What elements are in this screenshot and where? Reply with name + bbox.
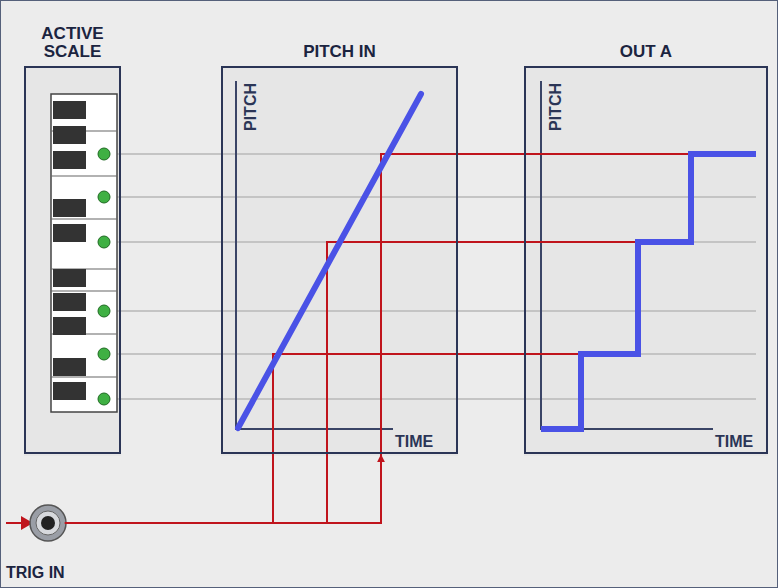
heading-row: OUT A <box>524 16 768 61</box>
sample-lines <box>6 154 691 523</box>
panel-ground <box>24 66 121 456</box>
black-key <box>53 269 86 287</box>
keyboard <box>51 94 117 412</box>
pitch-ramp <box>238 94 421 428</box>
axis-label: PITCH <box>547 81 565 133</box>
axis-label: PITCH <box>242 81 260 133</box>
jack-nut <box>30 505 66 541</box>
jack-ring <box>36 511 60 535</box>
panel-heading: ACTIVE SCALE <box>24 25 121 61</box>
black-key <box>53 317 86 335</box>
trigger-jack: TRIG IN <box>6 504 65 582</box>
black-key <box>53 358 86 376</box>
key-edge <box>51 175 117 176</box>
scale-dot <box>98 148 110 160</box>
black-key <box>53 224 86 242</box>
panel-ground <box>221 66 458 456</box>
heading-row: ACTIVE SCALE <box>24 16 121 61</box>
panel-heading: PITCH IN <box>303 43 376 61</box>
scale-line <box>109 398 756 400</box>
scale-lines <box>109 154 756 399</box>
panel-heading: OUT A <box>620 43 672 61</box>
scale-dot <box>98 191 110 203</box>
scale-dot <box>98 305 110 317</box>
black-key <box>53 382 86 400</box>
axis-label: TIME <box>713 433 755 451</box>
scale-dot <box>98 236 110 248</box>
black-key <box>53 151 86 169</box>
panel: ACTIVE SCALE <box>24 16 121 454</box>
scale-line <box>109 196 756 198</box>
trigger-wire <box>65 455 381 523</box>
scale-dot <box>98 393 110 405</box>
axis-label: TIME <box>393 433 435 451</box>
key-edge <box>51 376 117 377</box>
panel-border <box>24 66 121 454</box>
stepped-output <box>541 154 756 429</box>
key-edge <box>51 290 117 291</box>
black-key <box>53 199 86 217</box>
scale-dot <box>98 348 110 360</box>
jack-label: TRIG IN <box>6 564 65 582</box>
panel-ground <box>524 66 768 456</box>
black-key <box>53 126 86 144</box>
jack-hole <box>41 516 55 530</box>
keyboard-body <box>51 94 117 412</box>
black-key <box>53 293 86 311</box>
scale-line <box>109 310 756 312</box>
trigger-wire <box>458 153 524 155</box>
key-edge <box>51 218 117 219</box>
axes <box>236 81 713 429</box>
heading-row: PITCH IN <box>221 16 458 61</box>
black-key <box>53 101 86 119</box>
